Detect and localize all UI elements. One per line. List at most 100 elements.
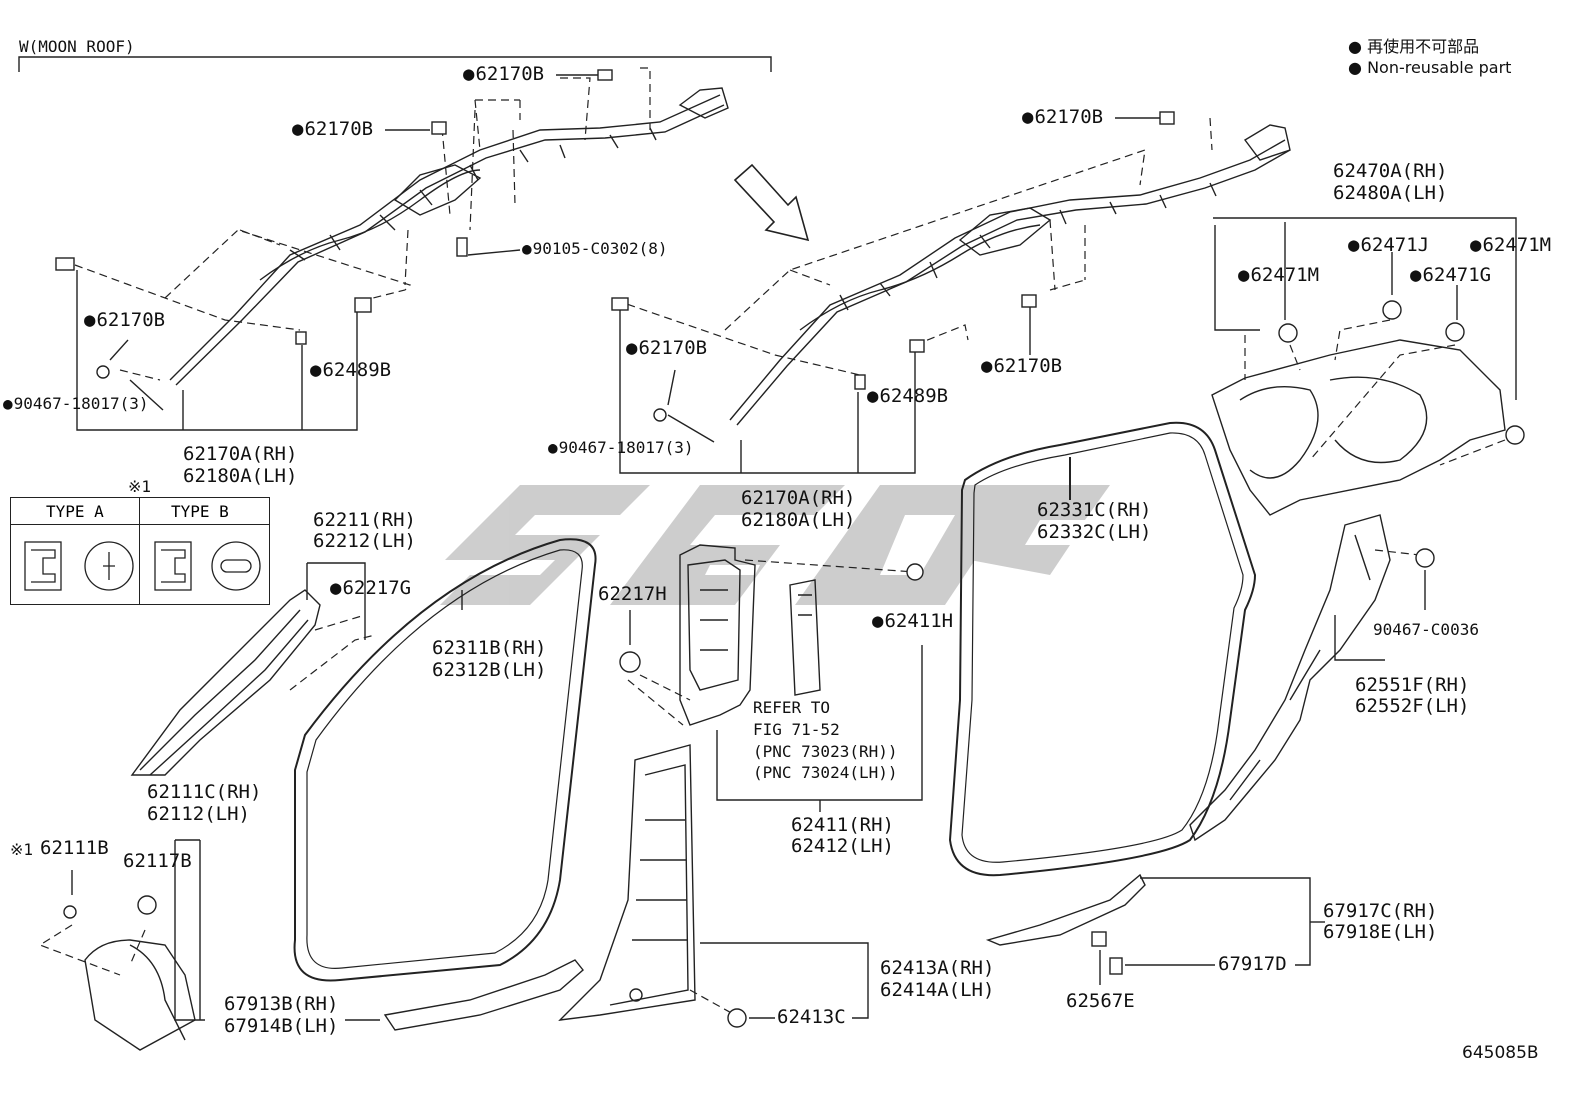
refer-line-3: (PNC 73023(RH)) (753, 742, 898, 761)
label-62170B-right-top: 62170B (1022, 107, 1103, 128)
label-62311B-RH: 62311B(RH) (432, 637, 547, 659)
legend-en-row: ● Non-reusable part (1348, 58, 1511, 77)
cowl-side-trim-dashed (38, 924, 146, 976)
label-67918E-LH: 67918E(LH) (1323, 921, 1438, 943)
fastener-type-box: TYPE A TYPE B (10, 497, 270, 605)
label-67917D: 67917D (1218, 953, 1287, 975)
label-90467-C0036: 90467-C0036 (1373, 620, 1479, 639)
non-reusable-symbol: ● (1348, 37, 1362, 56)
seatbelt-anchor (789, 579, 821, 696)
legend-en-text: Non-reusable part (1367, 58, 1512, 77)
label-62180A-LH-left: 62180A(LH) (183, 465, 298, 487)
center-pillar-lower-clip (727, 1008, 747, 1028)
rear-quarter-lower-trim (1189, 514, 1391, 842)
rear-quarter-clip (1415, 548, 1435, 568)
quarter-trim-clips (1278, 300, 1525, 445)
curtain-airbag-right (729, 124, 1291, 426)
quarter-trim-upper (1211, 217, 1517, 516)
label-62170B-right-lower: 62170B (981, 356, 1062, 377)
right-clips (611, 111, 1175, 422)
label-62331C-RH: 62331C(RH) (1037, 499, 1152, 521)
label-62552F-LH: 62552F(LH) (1355, 695, 1470, 717)
label-62411-RH: 62411(RH) (791, 814, 894, 836)
type-b-clip-icon (154, 541, 261, 591)
curtain-airbag-right-leaders (614, 117, 1213, 376)
legend-jp-row: ● 再使用不可部品 (1348, 33, 1479, 57)
label-62471J: 62471J (1348, 235, 1429, 256)
figure-id: 645085B (1462, 1043, 1539, 1063)
curtain-airbag-left (169, 87, 729, 386)
cowl-clips (63, 895, 157, 919)
label-62470A-RH: 62470A(RH) (1333, 160, 1448, 182)
label-62180A-LH-right: 62180A(LH) (741, 509, 856, 531)
non-reusable-symbol: ● (1348, 58, 1362, 77)
front-scuff-plate (345, 959, 584, 1031)
label-62551F-RH: 62551F(RH) (1355, 674, 1470, 696)
label-62170A-RH-right: 62170A(RH) (741, 487, 856, 509)
type-a-clip-icon (24, 541, 134, 591)
center-pillar-lower (558, 744, 696, 1021)
type-note-mark: ※1 (128, 477, 152, 496)
label-62411H: 62411H (872, 611, 953, 632)
label-62412-LH: 62412(LH) (791, 835, 894, 857)
label-62170A-RH-left: 62170A(RH) (183, 443, 298, 465)
label-62112-LH: 62112(LH) (147, 803, 250, 825)
type-a-label: TYPE A (46, 502, 104, 521)
type-b-label: TYPE B (171, 502, 229, 521)
quarter-trim-upper-leaders (1244, 319, 1506, 466)
moon-roof-bracket (18, 56, 772, 72)
center-pillar-lower-leaders (700, 942, 869, 1019)
label-62111B-note-mark: ※1 (10, 840, 34, 859)
rear-door-weatherstrip (948, 421, 1257, 877)
label-62332C-LH: 62332C(LH) (1037, 521, 1152, 543)
legend-jp-text: 再使用不可部品 (1367, 37, 1480, 56)
label-90467-18017-right: 90467-18017(3) (548, 437, 694, 458)
label-62413C: 62413C (777, 1006, 846, 1028)
right-leader-lines (619, 117, 1160, 474)
label-62170B-left: 62170B (292, 119, 373, 140)
rear-scuff-plate (985, 873, 1325, 985)
rear-scuff-clips (1091, 931, 1123, 975)
center-pillar-upper-dashed (627, 559, 916, 726)
moon-roof-label: W(MOON ROOF) (19, 37, 135, 56)
label-62170B-top: 62170B (463, 64, 544, 85)
front-pillar-trim-dashed (289, 614, 376, 691)
center-pillar-clips (619, 563, 924, 673)
label-62170B-right-mid: 62170B (626, 338, 707, 359)
label-90105-C0302: 90105-C0302(8) (522, 238, 668, 259)
label-90467-18017-left: 90467-18017(3) (3, 393, 149, 414)
label-62489B-left: 62489B (310, 360, 391, 381)
label-62211-RH: 62211(RH) (313, 509, 416, 531)
direction-arrow (733, 163, 810, 242)
refer-line-2: FIG 71-52 (753, 720, 840, 739)
center-pillar-upper (679, 544, 756, 726)
front-door-weatherstrip (293, 538, 597, 982)
label-62212-LH: 62212(LH) (313, 530, 416, 552)
curtain-airbag-left-leaders (74, 67, 651, 381)
rear-quarter-lower-dashed (1374, 549, 1421, 556)
label-62567E: 62567E (1066, 990, 1135, 1012)
label-67914B-LH: 67914B(LH) (224, 1015, 339, 1037)
label-62471M-right: 62471M (1470, 235, 1551, 256)
label-62471M-left: 62471M (1238, 265, 1319, 286)
left-clips (55, 69, 613, 379)
label-62111C-RH: 62111C(RH) (147, 781, 262, 803)
label-62414A-LH: 62414A(LH) (880, 979, 995, 1001)
label-62312B-LH: 62312B(LH) (432, 659, 547, 681)
refer-line-1: REFER TO (753, 698, 831, 717)
label-62117B: 62117B (123, 850, 192, 872)
label-62489B-right: 62489B (867, 386, 948, 407)
label-62217G: 62217G (330, 578, 411, 599)
refer-line-4: (PNC 73024(LH)) (753, 763, 898, 782)
label-62170B-left-lower: 62170B (84, 310, 165, 331)
label-62471G: 62471G (1410, 265, 1491, 286)
label-62480A-LH: 62480A(LH) (1333, 182, 1448, 204)
label-67917C-RH: 67917C(RH) (1323, 900, 1438, 922)
label-62217H: 62217H (598, 583, 667, 605)
center-pillar-lower-dashed (689, 989, 736, 1016)
label-62111B: 62111B (40, 837, 109, 859)
cowl-side-trim (71, 839, 205, 1051)
center-pillar-upper-leaders (629, 610, 923, 812)
label-62413A-RH: 62413A(RH) (880, 957, 995, 979)
